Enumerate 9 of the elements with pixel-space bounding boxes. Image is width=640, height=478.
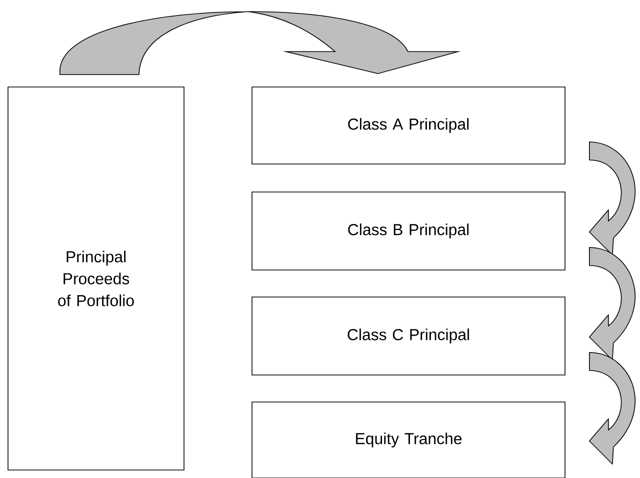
tranche-box: Class A Principal bbox=[252, 86, 566, 164]
tranche-box: Class B Principal bbox=[252, 192, 566, 270]
curved-arrow bbox=[589, 142, 636, 256]
curved-arrow bbox=[589, 247, 636, 360]
curved-arrow bbox=[589, 352, 636, 464]
curved-arrow bbox=[60, 11, 458, 75]
tranche-box: Equity Tranche bbox=[252, 402, 566, 478]
tranche-box: Principal Proceeds of Portfolio bbox=[8, 86, 184, 470]
tranche-box: Class C Principal bbox=[252, 296, 566, 376]
